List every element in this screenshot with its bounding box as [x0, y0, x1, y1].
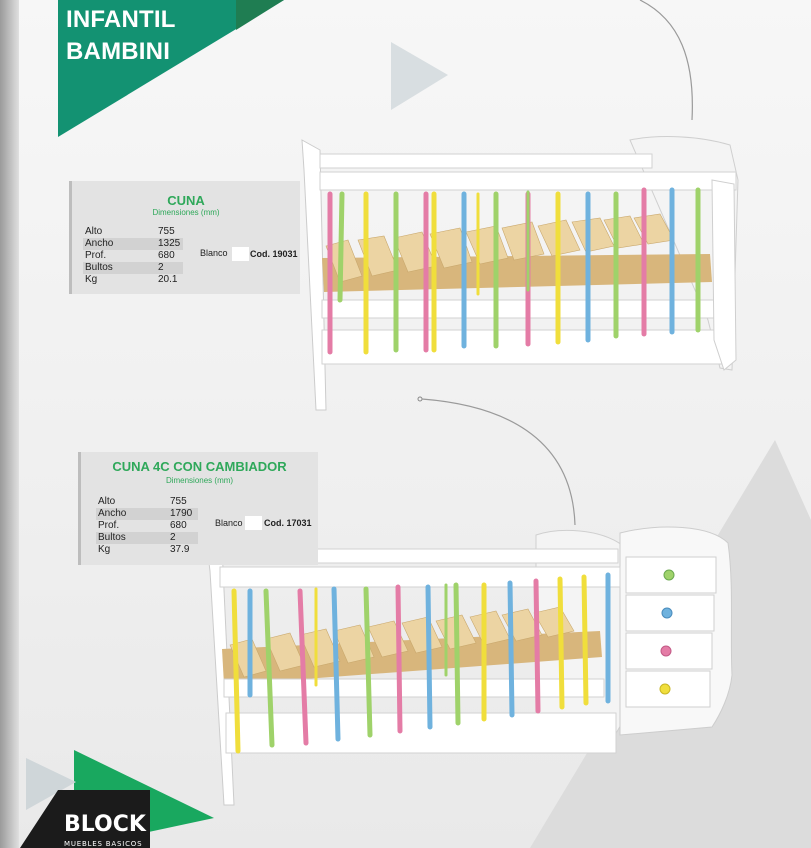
header-band-dark [236, 0, 284, 30]
section-title-line1: INFANTIL [66, 6, 176, 33]
spec-label: Prof. [98, 520, 120, 531]
spec-value: 1790 [170, 508, 193, 519]
pale-arrow [391, 42, 448, 110]
product-title: CUNA 4C CON CAMBIADOR [112, 459, 287, 474]
dimensions-caption: Dimensiones (mm) [165, 476, 234, 485]
spec-row-kg: Kg 37.9 [96, 544, 198, 556]
spec-label: Kg [98, 544, 111, 555]
cuna-cambiador-product-image [205, 396, 733, 806]
cuna-product-image [301, 0, 739, 411]
spec-row-kg: Kg 20.1 [83, 274, 183, 286]
spec-row-bultos: Bultos 2 [96, 532, 198, 544]
spec-row-ancho: Ancho 1325 [83, 238, 183, 250]
brand-tagline: MUEBLES BASICOS [64, 840, 143, 848]
logo-dark-block [20, 790, 150, 848]
header-band [58, 0, 284, 137]
spec-value: 37.9 [170, 544, 190, 555]
spec-value: 680 [158, 250, 175, 261]
color-swatch-white [245, 516, 262, 530]
spec-label: Ancho [98, 508, 127, 519]
dimensions-caption: Dimensiones (mm) [152, 208, 220, 217]
spec-value: 755 [158, 226, 175, 237]
spec-row-bultos: Bultos 2 [83, 262, 183, 274]
section-title: INFANTIL BAMBINI [66, 4, 176, 68]
spec-label: Kg [85, 274, 98, 285]
spec-label: Bultos [85, 262, 113, 273]
spec-value: 680 [170, 520, 187, 531]
spec-label: Prof. [85, 250, 107, 261]
spec-value: 2 [170, 532, 176, 543]
spec-label: Alto [85, 226, 103, 237]
spec-label: Ancho [85, 238, 114, 249]
spec-label: Bultos [98, 532, 126, 543]
color-name: Blanco [215, 518, 243, 528]
spec-value: 1325 [158, 238, 181, 249]
spec-row-alto: Alto 755 [83, 226, 183, 238]
logo-pale-triangle [26, 758, 76, 810]
product-code: Cod. 17031 [264, 518, 312, 528]
section-title-line2: BAMBINI [66, 38, 171, 65]
spec-panel-cuna: CUNA Dimensiones (mm) Alto 755 Ancho 132… [69, 181, 300, 294]
color-swatch-white [232, 247, 249, 261]
product-code: Cod. 19031 [250, 249, 298, 259]
product-title: CUNA [167, 193, 205, 208]
spec-row-ancho: Ancho 1790 [96, 508, 198, 520]
spec-value: 755 [170, 496, 187, 507]
brand-name: BLOCK [64, 812, 146, 837]
spec-panel-cuna-cambiador: CUNA 4C CON CAMBIADOR Dimensiones (mm) A… [78, 452, 318, 565]
spec-value: 2 [158, 262, 164, 273]
spec-row-prof: Prof. 680 [83, 250, 183, 262]
spec-row-alto: Alto 755 [96, 496, 198, 508]
left-page-edge [0, 0, 19, 848]
spec-value: 20.1 [158, 274, 178, 285]
color-name: Blanco [200, 248, 228, 258]
spec-row-prof: Prof. 680 [96, 520, 198, 532]
spec-label: Alto [98, 496, 116, 507]
